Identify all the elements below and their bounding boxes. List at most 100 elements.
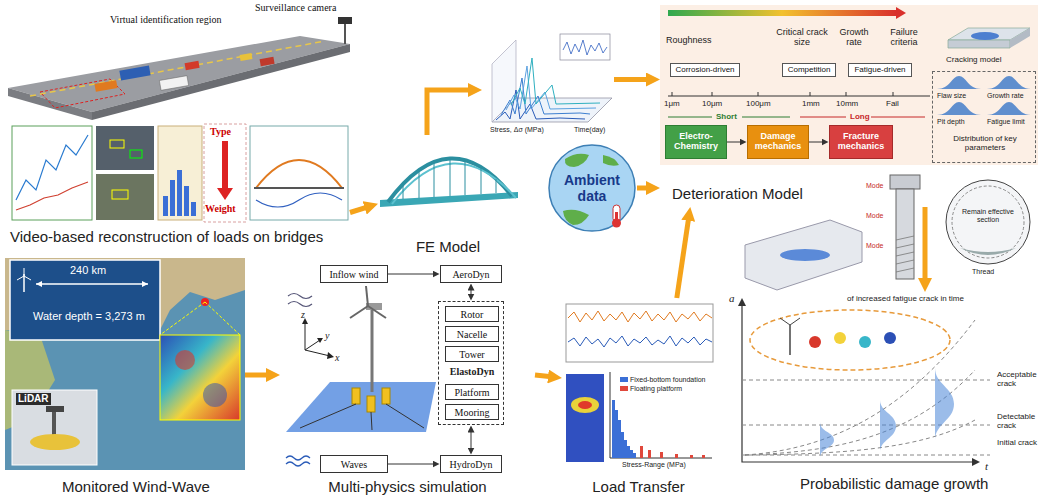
illustration-part [158, 126, 202, 220]
illustration-part [371, 310, 374, 392]
node-text: Electro-Chemistry [669, 132, 723, 152]
illustration-part [896, 236, 914, 272]
node-text: Tower [459, 349, 484, 360]
illustration-part [971, 32, 999, 40]
panel-caption: Probabilistic damage growth [800, 475, 988, 492]
legend-item: Fixed-bottom foundation [620, 375, 706, 384]
illustration-part [94, 80, 117, 92]
plot-panel: Stress, Δσ (MPa)Time(day) [482, 30, 614, 140]
label: a [729, 292, 735, 305]
illustration-part [260, 57, 275, 66]
illustration-part [952, 186, 1024, 258]
label: Acceptable crack [997, 370, 1039, 388]
illustration-part [5, 258, 245, 470]
illustration-part [481, 167, 482, 194]
connector-arrow [388, 274, 436, 275]
panel-caption: Monitored Wind-Wave [62, 478, 210, 495]
illustration-part [612, 400, 615, 458]
dashed-group: ElastoDynRotorNacelleTowerPlatformMoorin… [438, 301, 504, 425]
illustration-part [12, 390, 97, 465]
illustration-part [40, 79, 125, 108]
label: x [335, 352, 339, 364]
illustration-part [96, 174, 154, 220]
illustration-part [758, 92, 759, 96]
illustration-part [12, 126, 92, 220]
illustration-part [871, 117, 925, 118]
illustration-part [30, 41, 325, 96]
label: Flaw size [937, 92, 966, 100]
node-text: Nacelle [457, 329, 488, 340]
module-box: Tower [445, 346, 499, 362]
load-transfer-plots [566, 304, 713, 462]
illustration-part [972, 458, 980, 466]
illustration-part [371, 412, 372, 430]
illustration-part [205, 302, 240, 335]
illustration-part [742, 117, 790, 118]
method-box: Electro-Chemistry [665, 125, 727, 159]
illustration-part [621, 432, 624, 458]
connector-arrow [471, 287, 472, 297]
illustration-part [935, 368, 954, 440]
label: 10mm [836, 99, 858, 108]
illustration-part [675, 454, 678, 458]
illustration-part [896, 252, 914, 256]
illustration-part [633, 453, 636, 458]
illustration-part [615, 410, 618, 458]
illustration-part [338, 17, 352, 24]
illustration-part [465, 160, 466, 195]
node-text: Competition [788, 66, 831, 75]
illustration-part [810, 92, 811, 96]
label: Remain effective section [958, 208, 1018, 224]
node-text: Rotor [461, 309, 484, 320]
illustration-part [286, 382, 436, 432]
deterioration-background [660, 5, 1038, 165]
panel-caption: Time(day) [574, 126, 605, 134]
label: 1mm [802, 99, 820, 108]
label: Water depth = 3,273 m [33, 310, 145, 323]
illustration-part [386, 404, 424, 428]
label: Detectable crack [997, 412, 1039, 430]
illustration-part [305, 350, 330, 356]
label: Thread [972, 268, 994, 276]
panel-caption: FE Model [378, 238, 518, 255]
connector-arrow [727, 142, 743, 143]
illustration-part [142, 281, 148, 287]
illustration-part [820, 422, 834, 458]
illustration-part [566, 374, 604, 462]
illustration-part [288, 294, 312, 299]
process-box: Fatigue-driven [848, 63, 912, 77]
illustration-part [388, 158, 512, 202]
legend: Fixed-bottom foundationFloating platform [620, 375, 706, 393]
illustration-part [382, 388, 390, 404]
illustration-part [780, 318, 790, 325]
illustration-part [24, 276, 31, 280]
process-box: Competition [782, 63, 836, 77]
illustration-part [896, 7, 906, 19]
illustration-part [366, 286, 368, 306]
node-text: Inflow wind [329, 269, 378, 280]
illustration-part [317, 338, 323, 343]
label: Initial crack [997, 438, 1039, 447]
connector-arrow [535, 375, 554, 377]
label: Failure criteria [882, 27, 926, 48]
module-box: Platform [445, 384, 499, 400]
connector-arrow [245, 373, 272, 378]
bridge-road-picture [8, 17, 352, 120]
illustration-part [618, 420, 621, 458]
illustration-part [403, 184, 404, 199]
label: 10μm [702, 99, 722, 108]
connector-arrow [614, 77, 652, 82]
illustration-part [17, 276, 24, 280]
illustration-part [884, 332, 896, 344]
illustration-part [177, 170, 182, 216]
illustration-part [571, 397, 599, 413]
illustration-part [627, 446, 630, 458]
illustration-part [419, 170, 420, 198]
node-text: ElastoDyn [439, 366, 505, 378]
illustration-part [566, 304, 713, 362]
panel-caption: Load Transfer [562, 478, 715, 495]
panel-caption: Multi-physics simulation [280, 478, 535, 495]
wind-wave-map [5, 258, 245, 470]
label: Surveillance camera [255, 2, 336, 14]
